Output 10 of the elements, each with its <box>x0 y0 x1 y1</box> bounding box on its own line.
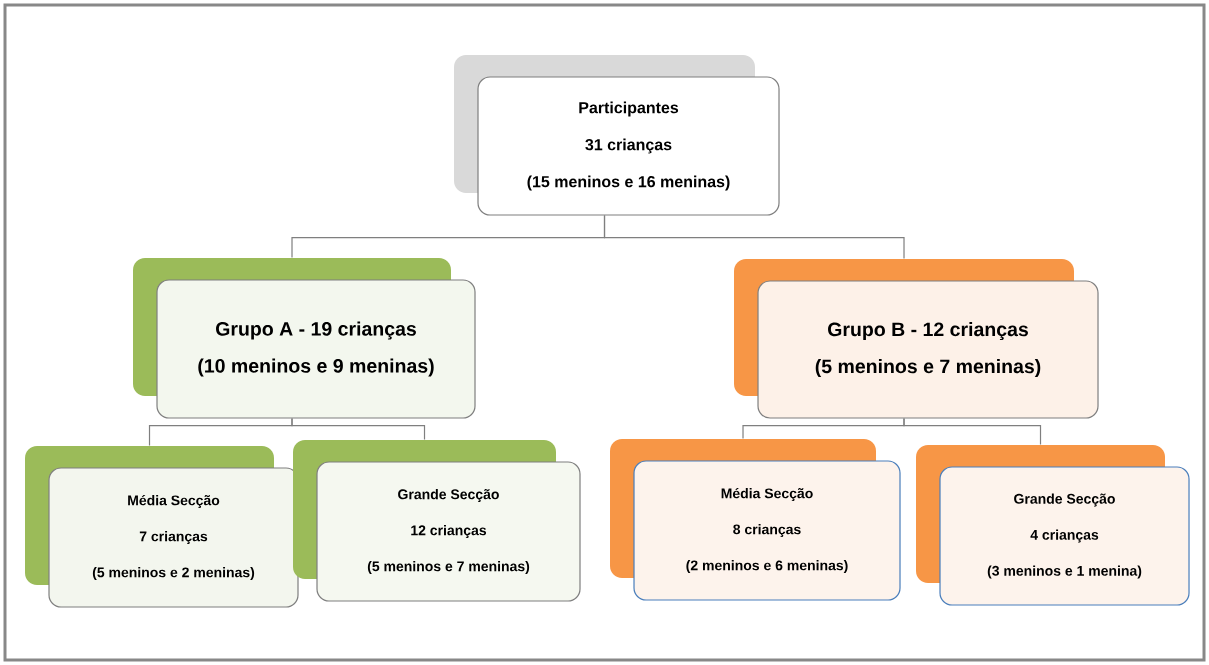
connector-line <box>903 418 1042 445</box>
connector-line <box>291 418 426 440</box>
org-box: Participantes 31 crianças (15 meninos e 16 meninas) <box>454 55 780 216</box>
org-box: Grande Secção 4 crianças (3 meninos e 1 menina) <box>916 445 1190 606</box>
org-box: Grupo B - 12 crianças (5 meninos e 7 meninas) <box>734 259 1099 419</box>
connector-line <box>603 215 905 259</box>
org-box: Grande Secção 12 crianças (5 meninos e 7 meninas) <box>293 440 581 602</box>
org-box: Grupo A - 19 crianças (10 meninos e 9 meninas) <box>133 258 476 419</box>
org-box: Média Secção 7 crianças (5 meninos e 2 meninas) <box>25 446 299 608</box>
org-box: Média Secção 8 crianças (2 meninos e 6 meninas) <box>610 439 901 601</box>
